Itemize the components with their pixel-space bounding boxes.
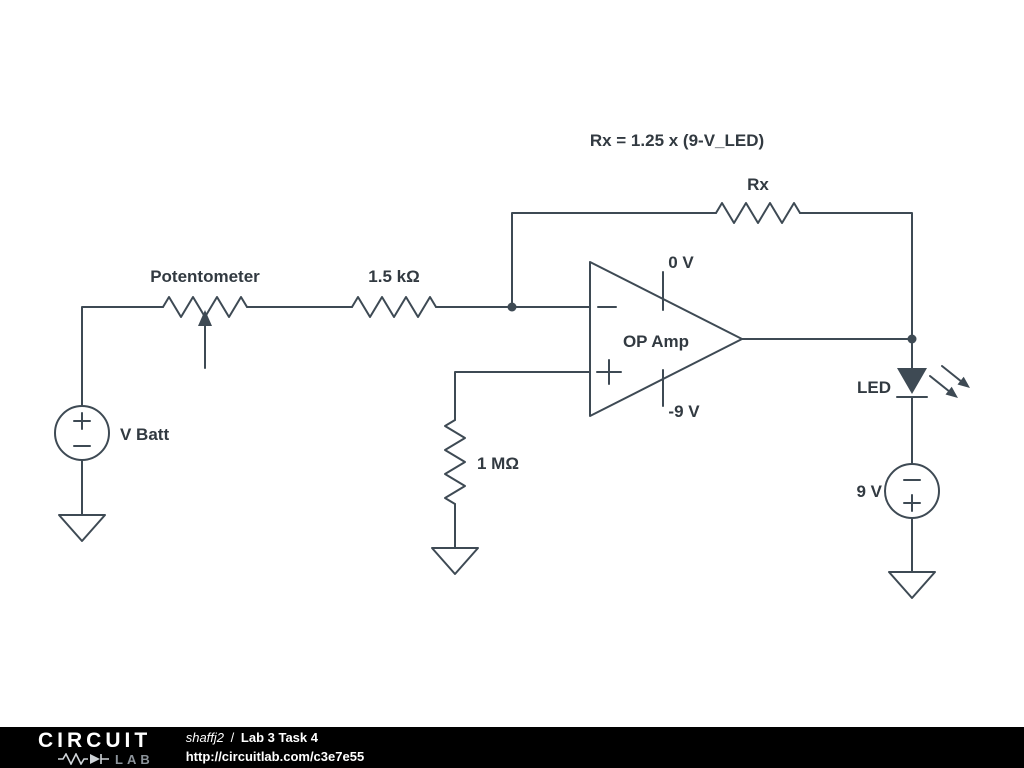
wire	[81, 306, 164, 407]
led-light-arrowhead	[945, 386, 958, 398]
schematic-labels: Rx = 1.25 x (9-V_LED) Rx Potentometer 1.…	[120, 131, 891, 501]
logo-resistor-icon	[58, 753, 109, 765]
logo-lab-text: LAB	[115, 751, 154, 767]
footer-title-line: shaffj2 / Lab 3 Task 4	[186, 729, 364, 747]
title-divider: /	[230, 730, 235, 746]
v9-source	[884, 463, 940, 519]
ground-symbol	[888, 571, 936, 599]
resistor-1_5k-label: 1.5 kΩ	[368, 267, 419, 286]
resistor-1m-label: 1 MΩ	[477, 454, 519, 473]
resistor-1m	[444, 419, 466, 505]
led-light-arrow-shaft	[941, 365, 963, 383]
logo-bottom-row: LAB	[58, 753, 154, 766]
ground-symbol	[431, 547, 479, 575]
potentiometer-arrowhead	[198, 310, 212, 326]
junction-dot	[507, 302, 517, 312]
schematic-strokes	[54, 202, 963, 599]
formula-label: Rx = 1.25 x (9-V_LED)	[590, 131, 764, 150]
led-triangle	[897, 368, 927, 394]
circuitlab-logo: CIRCUIT LAB	[38, 730, 154, 766]
led-light-arrowhead	[957, 376, 970, 388]
v9-circle	[884, 463, 940, 519]
potentiometer-label: Potentometer	[150, 267, 260, 286]
logo-circuit-text: CIRCUIT	[38, 728, 152, 752]
led-light-arrow-shaft	[929, 375, 951, 393]
opamp	[589, 261, 743, 417]
schematic-fills	[198, 302, 970, 398]
footer-meta: shaffj2 / Lab 3 Task 4 http://circuitlab…	[186, 729, 364, 765]
footer-url-line: http://circuitlab.com/c3e7e55	[186, 748, 364, 766]
v9-plus-symbol	[903, 494, 921, 512]
opamp-noninverting-input-symbol	[596, 359, 622, 385]
opamp-vplus-label: 0 V	[668, 253, 694, 272]
resistor-1_5k	[351, 296, 437, 318]
vbatt-circle	[54, 405, 110, 461]
resistor-rx	[715, 202, 801, 224]
wire	[799, 212, 913, 340]
junction-dot	[907, 334, 917, 344]
footer-bar: CIRCUIT LAB shaffj2 / Lab 3 Task 4 http:…	[0, 727, 1024, 768]
vbatt-source	[54, 405, 110, 461]
opamp-triangle	[589, 261, 743, 417]
v9-label: 9 V	[856, 482, 882, 501]
circuit-canvas: Rx = 1.25 x (9-V_LED) Rx Potentometer 1.…	[54, 131, 970, 599]
wire	[454, 371, 591, 421]
opamp-vminus-label: -9 V	[668, 402, 700, 421]
vbatt-plus-symbol	[73, 412, 91, 430]
rx-label: Rx	[747, 175, 769, 194]
wire	[511, 212, 717, 308]
author-name: shaffj2	[185, 730, 225, 746]
led-label: LED	[857, 378, 891, 397]
opamp-label: OP Amp	[623, 332, 689, 351]
wire-net	[81, 212, 913, 573]
circuit-url-link[interactable]: http://circuitlab.com/c3e7e55	[185, 748, 365, 764]
potentiometer	[162, 296, 248, 369]
document-title: Lab 3 Task 4	[240, 730, 318, 746]
ground-symbol	[58, 514, 106, 542]
vbatt-label: V Batt	[120, 425, 169, 444]
